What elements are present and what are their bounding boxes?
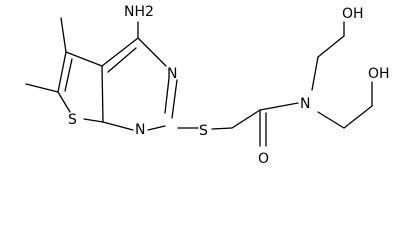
bond [343, 105, 373, 129]
bond [101, 65, 104, 123]
bond [147, 125, 166, 131]
atom-label-o-carbonyl: O [258, 151, 269, 167]
molecule-structure: NH2 N N S S O N OH OH [25, 4, 390, 167]
bond [211, 127, 233, 130]
bond [83, 118, 104, 123]
atom-label-s-thiophene: S [68, 112, 77, 128]
bond [231, 109, 261, 129]
bond [317, 35, 345, 58]
bond [101, 37, 139, 67]
atom-label-n-bottom: N [135, 122, 145, 138]
bond [57, 91, 71, 113]
atom-label-s-thioether: S [199, 123, 208, 139]
atom-label-n-top: N [167, 66, 177, 82]
atom-label-oh-lower: OH [368, 66, 390, 82]
bond [171, 79, 178, 119]
bond [102, 121, 134, 131]
bond [64, 58, 73, 92]
bond [311, 56, 319, 91]
bond [107, 47, 137, 73]
bond [317, 111, 345, 129]
atom-label-n-amide: N [300, 96, 310, 112]
atom-label-nh2: NH2 [124, 4, 154, 20]
bond [137, 37, 167, 67]
atom-label-oh-upper: OH [342, 6, 364, 22]
bond [65, 51, 103, 67]
bond [25, 83, 59, 93]
bond [57, 51, 67, 93]
bond [164, 77, 170, 114]
bond [259, 102, 299, 111]
structure-canvas: NH2 N N S S O N OH OH [25, 4, 390, 167]
bond [60, 17, 67, 53]
